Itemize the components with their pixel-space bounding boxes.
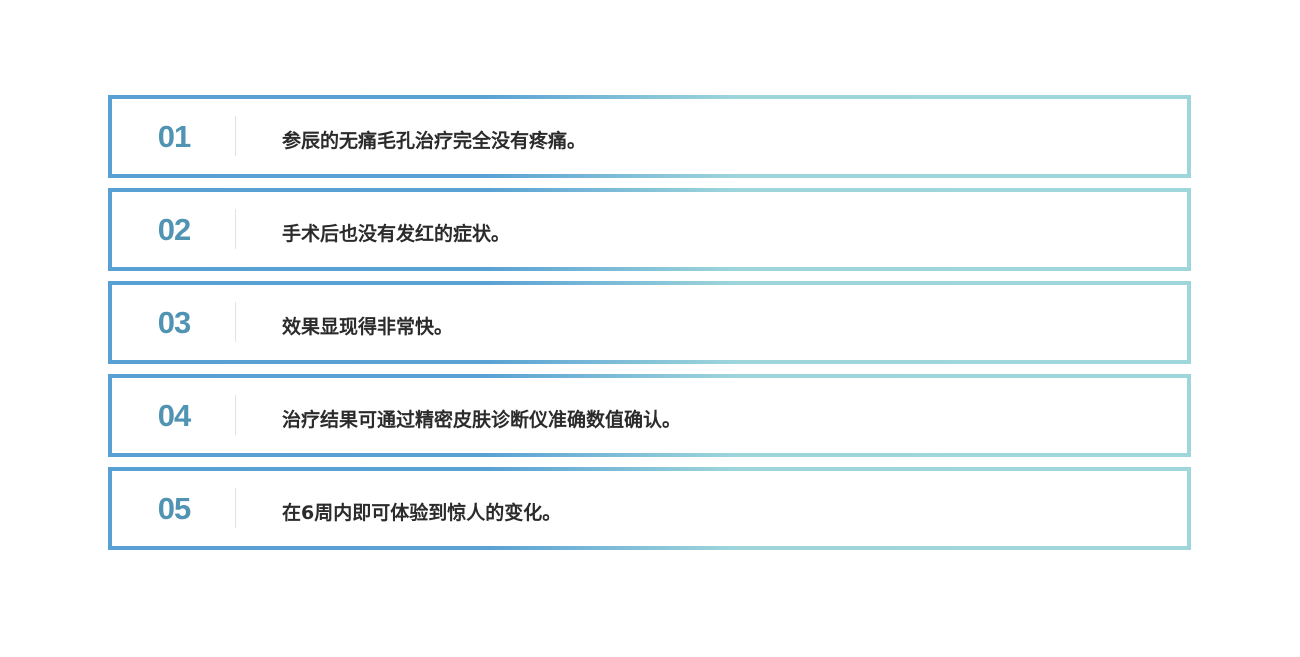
item-number: 04	[157, 397, 191, 433]
list-item-body: 03 效果显现得非常快。	[112, 285, 1187, 360]
list-item: 02 手术后也没有发红的症状。	[108, 188, 1191, 271]
divider	[235, 209, 236, 249]
list-item-body: 04 治疗结果可通过精密皮肤诊断仪准确数值确认。	[112, 378, 1187, 453]
list-item-body: 02 手术后也没有发红的症状。	[112, 192, 1187, 267]
feature-list: 01 参辰的无痛毛孔治疗完全没有疼痛。 02 手术后也没有发红的症状。 03 效…	[108, 95, 1191, 560]
item-number: 02	[157, 211, 191, 247]
list-item: 03 效果显现得非常快。	[108, 281, 1191, 364]
item-text: 在6周内即可体验到惊人的变化。	[282, 502, 562, 524]
item-number: 03	[157, 304, 191, 340]
item-text: 手术后也没有发红的症状。	[282, 223, 511, 245]
item-text: 效果显现得非常快。	[282, 316, 454, 338]
list-item: 05 在6周内即可体验到惊人的变化。	[108, 467, 1191, 550]
divider	[235, 302, 236, 342]
divider	[235, 395, 236, 435]
item-number: 01	[157, 118, 191, 154]
list-item-body: 01 参辰的无痛毛孔治疗完全没有疼痛。	[112, 99, 1187, 174]
item-number: 05	[157, 490, 191, 526]
item-text: 治疗结果可通过精密皮肤诊断仪准确数值确认。	[282, 409, 682, 431]
item-text: 参辰的无痛毛孔治疗完全没有疼痛。	[282, 130, 587, 152]
list-item: 04 治疗结果可通过精密皮肤诊断仪准确数值确认。	[108, 374, 1191, 457]
divider	[235, 116, 236, 156]
list-item-body: 05 在6周内即可体验到惊人的变化。	[112, 471, 1187, 546]
divider	[235, 488, 236, 528]
list-item: 01 参辰的无痛毛孔治疗完全没有疼痛。	[108, 95, 1191, 178]
